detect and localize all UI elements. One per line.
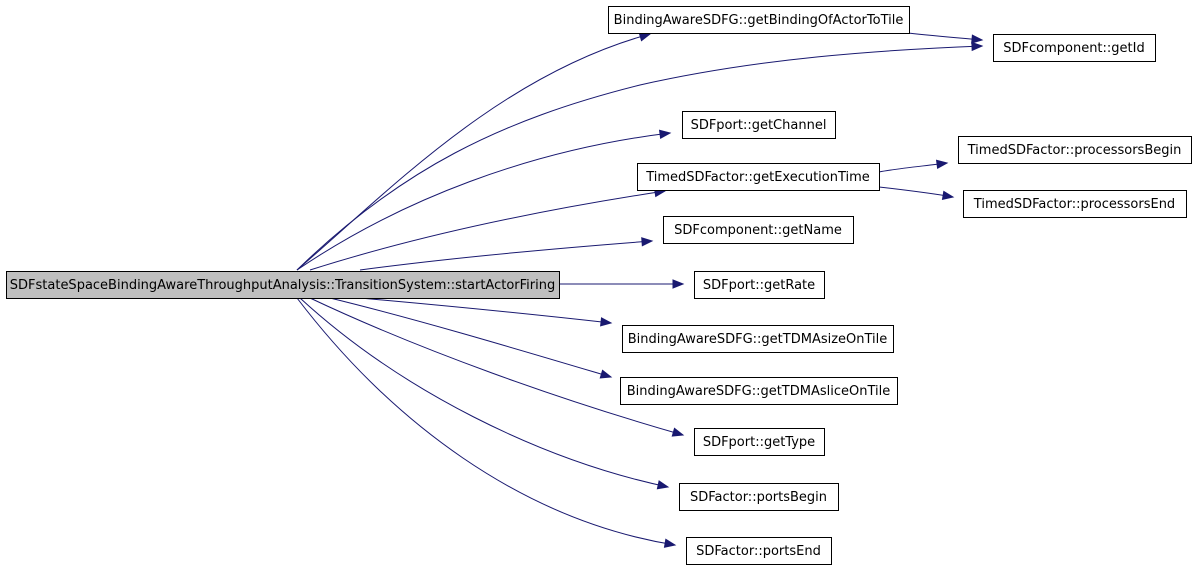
edge-arrowhead [638, 32, 652, 42]
edge-line [329, 297, 612, 378]
node-label: BindingAwareSDFG::getTDMAsliceOnTile [627, 384, 891, 399]
node-n4[interactable]: TimedSDFactor::getExecutionTime [637, 163, 880, 191]
node-label: SDFport::getType [703, 435, 815, 450]
node-label: TimedSDFactor::processorsEnd [973, 197, 1175, 212]
node-box [686, 537, 832, 565]
node-n1[interactable]: BindingAwareSDFG::getBindingOfActorToTil… [608, 6, 910, 34]
edge-line [309, 190, 666, 271]
edge-arrowhead [641, 237, 654, 247]
node-label: BindingAwareSDFG::getBindingOfActorToTil… [614, 13, 904, 28]
edge-n0-n7 [359, 237, 654, 271]
edge-n0-n1 [296, 32, 652, 271]
node-label: SDFcomponent::getName [674, 223, 842, 238]
node-box [608, 6, 910, 34]
edge-n0-n12 [299, 297, 670, 490]
node-box [963, 190, 1187, 218]
node-box [694, 271, 825, 299]
edge-line [296, 132, 671, 271]
edge-line [296, 45, 983, 271]
edge-n0-n13 [296, 297, 677, 548]
edge-n0-n11 [309, 297, 685, 437]
edge-line [296, 297, 676, 546]
edge-line [907, 32, 983, 41]
edge-line [878, 186, 954, 198]
node-n7[interactable]: SDFcomponent::getName [663, 216, 854, 244]
node-n10[interactable]: BindingAwareSDFG::getTDMAsliceOnTile [620, 377, 898, 405]
node-box [637, 163, 880, 191]
edge-arrowhead [971, 34, 984, 44]
edge-n4-n6 [878, 186, 955, 200]
edge-arrowhead [671, 427, 685, 437]
node-label: SDFactor::portsEnd [696, 544, 821, 559]
node-box [679, 483, 839, 511]
edge-arrowhead [658, 129, 672, 140]
edge-arrowhead [599, 369, 613, 379]
node-label: SDFcomponent::getId [1003, 41, 1144, 56]
edge-n0-n9 [359, 297, 613, 327]
edge-arrowhead [672, 279, 685, 289]
node-n11[interactable]: SDFport::getType [694, 428, 825, 456]
node-label: BindingAwareSDFG::getTDMAsizeOnTile [628, 332, 888, 347]
node-box [682, 111, 836, 139]
node-n2[interactable]: SDFcomponent::getId [993, 34, 1156, 62]
edge-line [299, 297, 669, 488]
node-label: SDFactor::portsBegin [690, 490, 827, 505]
edge-line [359, 297, 612, 324]
node-box [993, 34, 1156, 62]
node-label: TimedSDFactor::processorsBegin [967, 143, 1182, 158]
root-node[interactable]: SDFstateSpaceBindingAwareThroughputAnaly… [6, 271, 560, 299]
node-n12[interactable]: SDFactor::portsBegin [679, 483, 839, 511]
edge-line [296, 33, 651, 271]
node-n9[interactable]: BindingAwareSDFG::getTDMAsizeOnTile [622, 325, 894, 353]
edge-n0-n2 [296, 41, 984, 271]
node-n3[interactable]: SDFport::getChannel [682, 111, 836, 139]
node-label: SDFport::getRate [703, 278, 815, 293]
edge-arrowhead [663, 538, 677, 548]
edge-n0-n3 [296, 129, 672, 271]
edge-arrowhead [971, 41, 984, 52]
edge-line [309, 297, 684, 436]
edge-arrowhead [656, 480, 670, 490]
node-n6[interactable]: TimedSDFactor::processorsEnd [963, 190, 1187, 218]
edge-line [359, 240, 653, 271]
edge-n1-n2 [907, 32, 984, 44]
node-n8[interactable]: SDFport::getRate [694, 271, 825, 299]
edge-arrowhead [941, 190, 955, 200]
node-box [663, 216, 854, 244]
edges-layer [296, 32, 984, 548]
node-box [958, 136, 1192, 164]
node-n13[interactable]: SDFactor::portsEnd [686, 537, 832, 565]
nodes-layer: SDFstateSpaceBindingAwareThroughputAnaly… [6, 6, 1192, 565]
edge-arrowhead [600, 317, 613, 327]
node-box [620, 377, 898, 405]
edge-n0-n10 [329, 297, 613, 379]
edge-arrowhead [935, 159, 949, 170]
node-box [694, 428, 825, 456]
node-label: SDFport::getChannel [691, 118, 827, 133]
node-label: SDFstateSpaceBindingAwareThroughputAnaly… [10, 278, 555, 293]
edge-n0-n8 [559, 279, 685, 289]
node-n5[interactable]: TimedSDFactor::processorsBegin [958, 136, 1192, 164]
edge-n4-n5 [878, 159, 949, 173]
node-box [622, 325, 894, 353]
node-box [6, 271, 560, 299]
node-label: TimedSDFactor::getExecutionTime [645, 170, 870, 185]
